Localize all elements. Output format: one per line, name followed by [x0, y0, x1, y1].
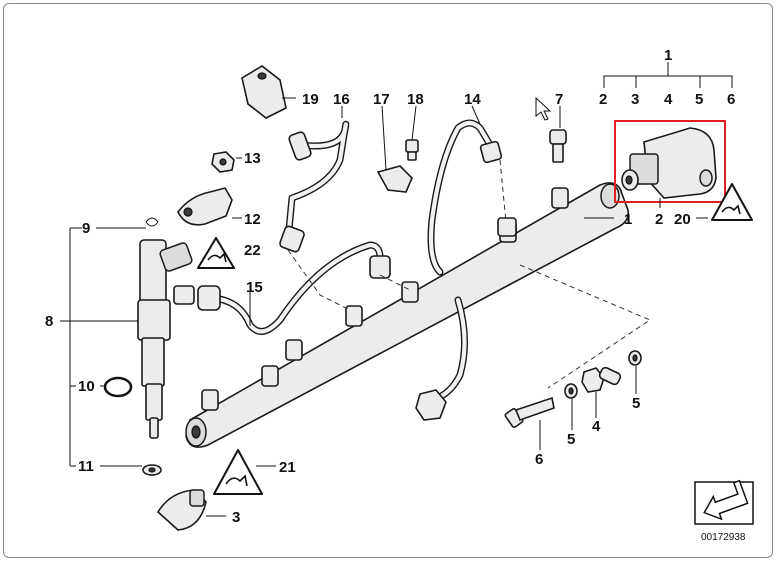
connector-3[interactable]	[156, 489, 207, 531]
diagram-code: 00172938	[701, 532, 746, 543]
washer-5b[interactable]	[628, 350, 642, 366]
fuel-line-16[interactable]	[279, 120, 350, 253]
callout-12: 12	[244, 211, 261, 228]
alignment-lines	[287, 159, 652, 389]
callout-10: 10	[78, 378, 95, 395]
warning-icon-20	[711, 183, 753, 221]
fuel-rail[interactable]	[185, 182, 630, 448]
bracket-17[interactable]	[376, 165, 413, 193]
callout-16: 16	[333, 91, 350, 108]
callout-2-top: 2	[599, 91, 607, 108]
warning-icon-21	[213, 449, 263, 495]
callout-2: 2	[655, 211, 663, 228]
callout-19: 19	[302, 91, 319, 108]
callout-1-top: 1	[664, 47, 672, 64]
callout-18: 18	[407, 91, 424, 108]
washer-11[interactable]	[142, 464, 162, 476]
callout-13: 13	[244, 150, 261, 167]
callout-5a: 5	[567, 431, 575, 448]
callout-17: 17	[373, 91, 390, 108]
callout-3-top: 3	[631, 91, 639, 108]
warning-icon-22	[197, 237, 235, 269]
injector[interactable]	[137, 239, 195, 439]
valve-highlight-box	[614, 120, 726, 203]
cap-19[interactable]	[241, 65, 287, 119]
callout-7: 7	[555, 91, 563, 108]
callout-9: 9	[82, 220, 90, 237]
callout-21: 21	[279, 459, 296, 476]
ring-10[interactable]	[103, 376, 133, 398]
pressure-valve[interactable]	[621, 127, 717, 199]
callout-4-top: 4	[664, 91, 673, 108]
callout-6: 6	[535, 451, 543, 468]
clamp-12[interactable]	[177, 187, 233, 226]
callout-4: 4	[592, 418, 601, 435]
bolt-7[interactable]	[549, 129, 567, 163]
clip-9[interactable]	[145, 217, 159, 227]
callout-14: 14	[464, 91, 481, 108]
callout-11: 11	[78, 458, 94, 475]
fuel-line-lower[interactable]	[415, 296, 469, 421]
fuel-line-15[interactable]	[197, 241, 391, 335]
callout-1: 1	[624, 211, 632, 228]
callout-22: 22	[244, 242, 261, 259]
rail-bosses	[201, 183, 620, 411]
leader-lines	[60, 62, 733, 517]
nut-13[interactable]	[211, 151, 235, 173]
callout-8: 8	[45, 313, 53, 330]
callout-15: 15	[246, 279, 263, 296]
bolt-6[interactable]	[504, 396, 555, 429]
callout-5-top: 5	[695, 91, 703, 108]
washer-5a[interactable]	[564, 383, 578, 399]
bolt-18[interactable]	[405, 139, 419, 161]
navigation-arrow-button[interactable]	[694, 479, 754, 525]
cursor-icon	[535, 96, 552, 121]
callout-6-top: 6	[727, 91, 735, 108]
callout-3: 3	[232, 509, 240, 526]
fuel-line-14[interactable]	[427, 119, 517, 276]
callout-5b: 5	[632, 395, 640, 412]
callout-labels: 1 2 3 4 5 6 19 16 17 18 14 7 13 12 22 9 …	[45, 47, 735, 526]
callout-20: 20	[674, 211, 691, 228]
fitting-4[interactable]	[581, 366, 622, 393]
